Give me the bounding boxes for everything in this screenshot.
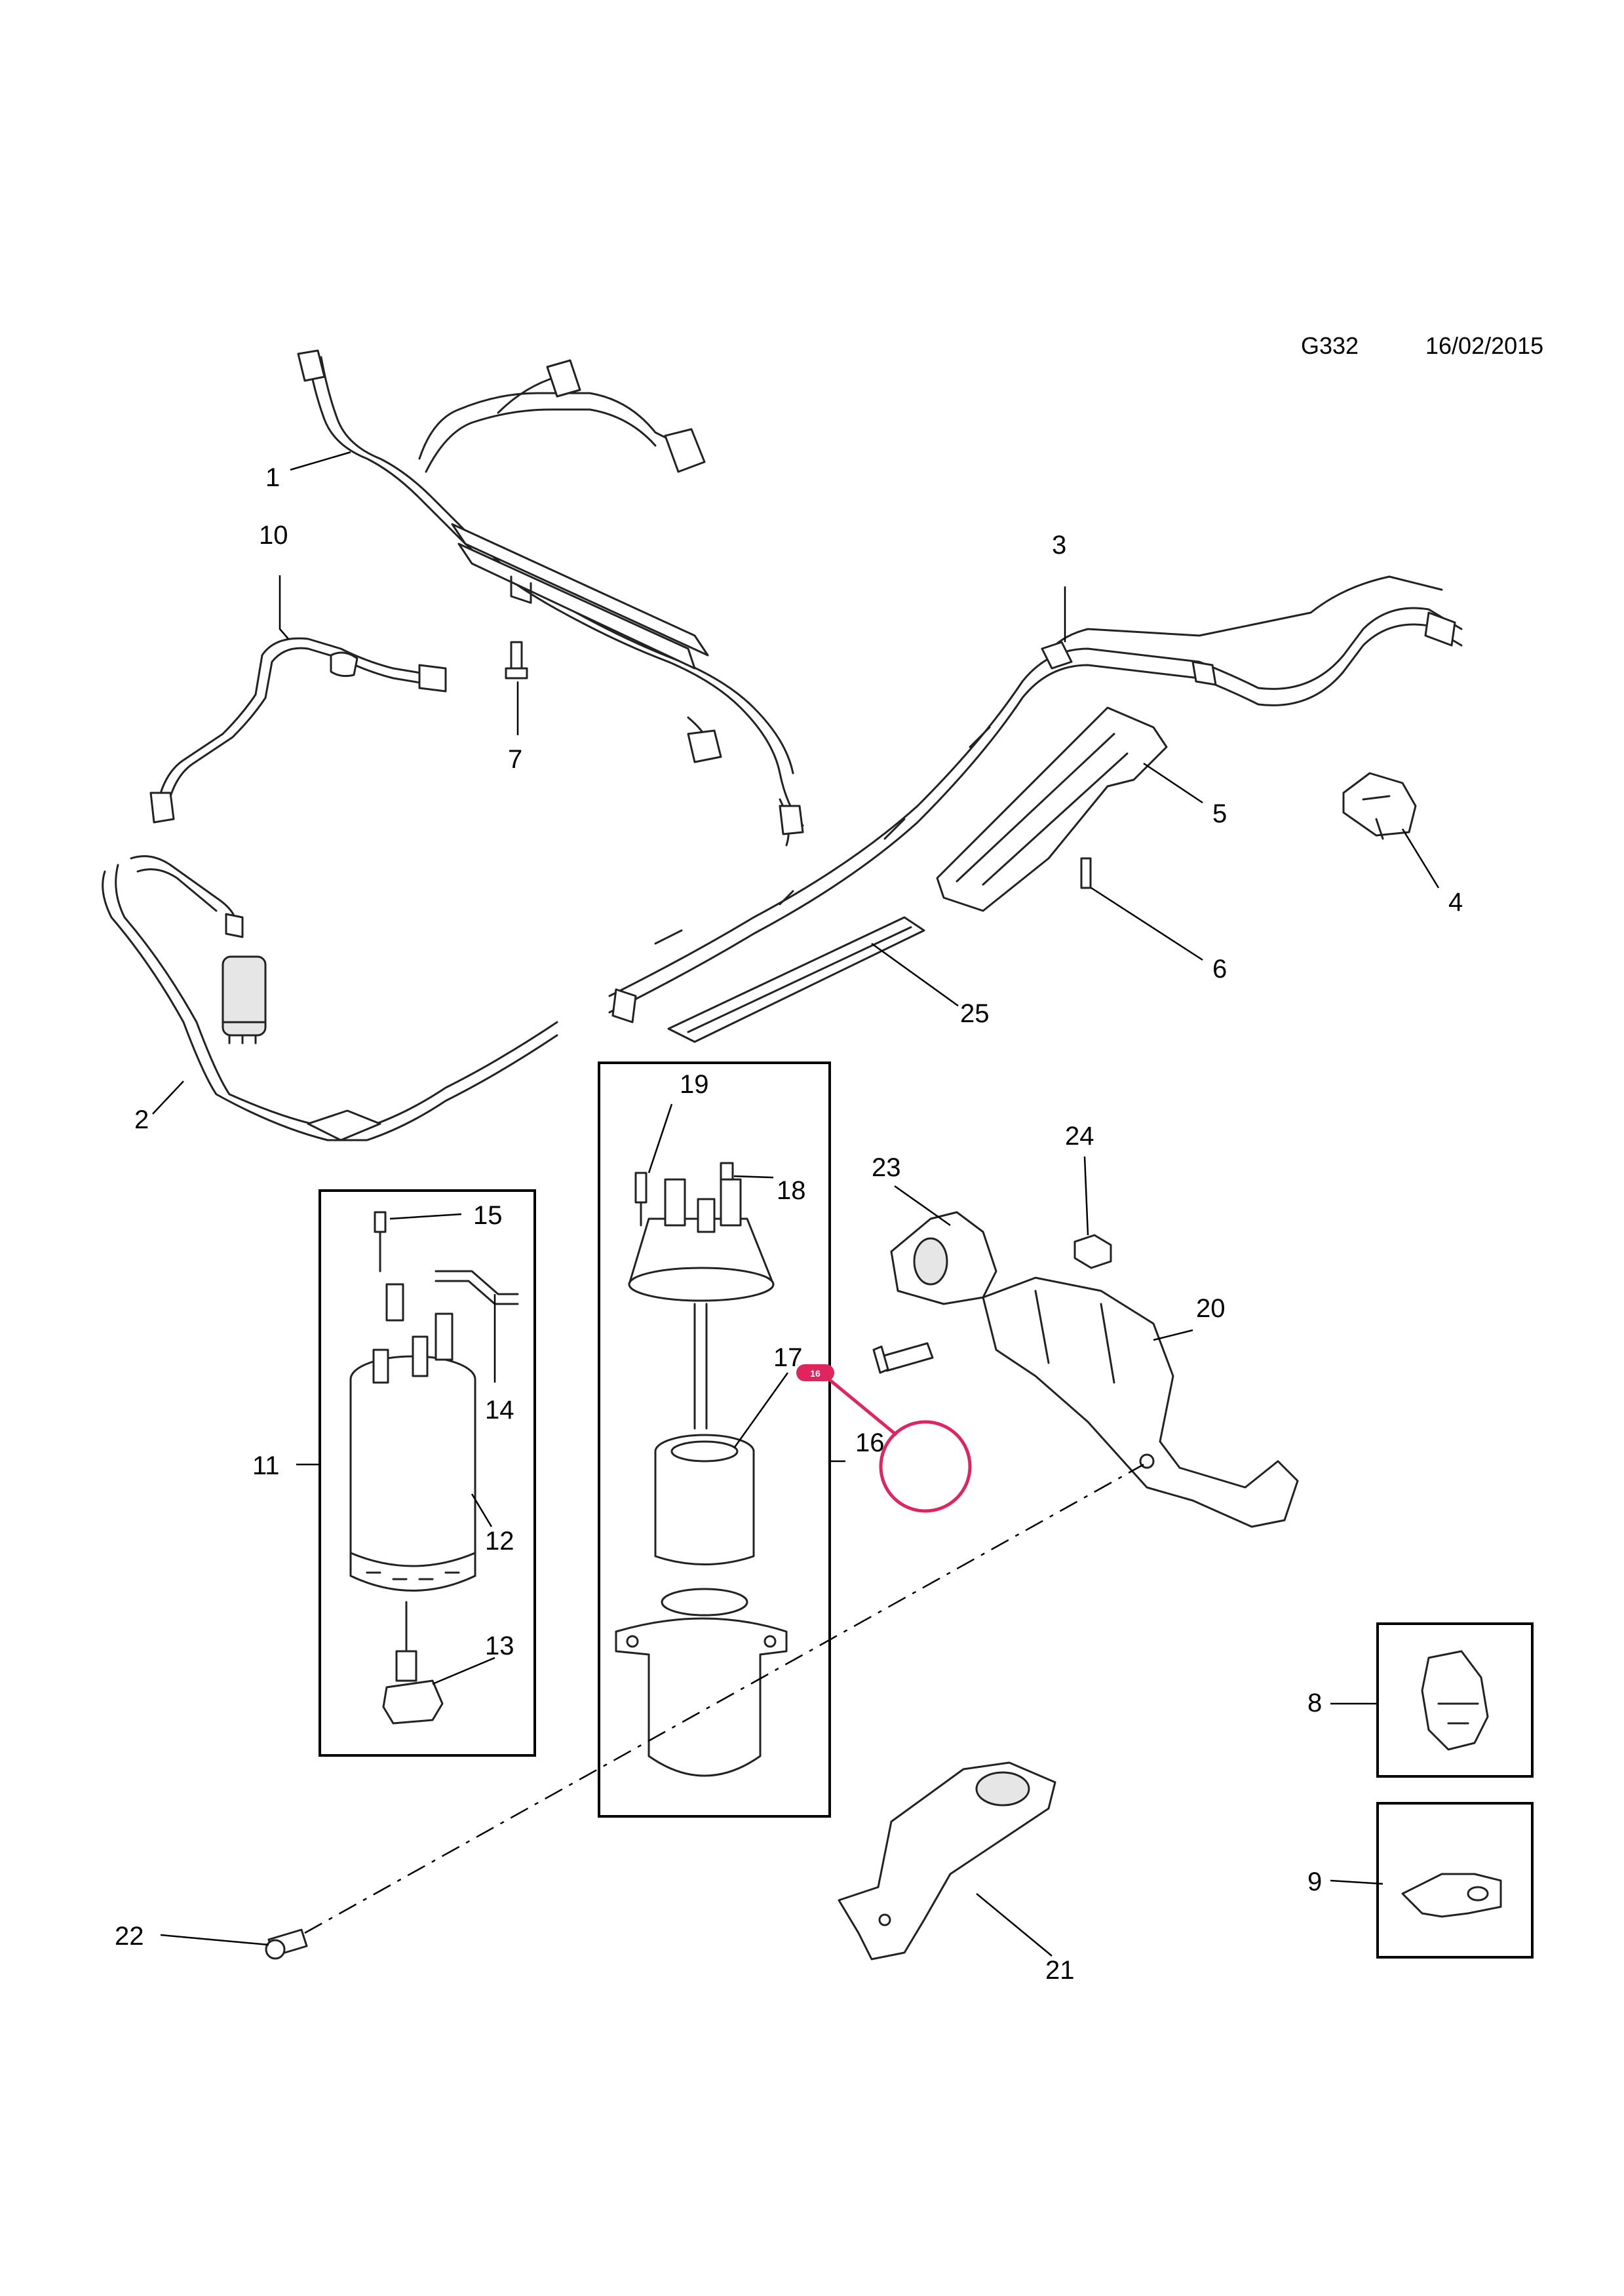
callout-21[interactable]: 21 [1045,1956,1075,1985]
highlight-pointer [828,1378,898,1436]
callout-6[interactable]: 6 [1212,955,1227,984]
callout-19[interactable]: 19 [680,1070,709,1099]
assembly-box-8 [1376,1622,1534,1778]
diagram-date: 16/02/2015 [1425,332,1543,359]
part-23-mount[interactable] [890,1211,997,1305]
part-bracket-bolt[interactable] [872,1342,934,1374]
part-2-fuel-pipe-with-pump[interactable] [102,855,558,1141]
part-19-bolt[interactable] [634,1172,648,1227]
part-filter-head-connectors[interactable] [372,1283,454,1384]
callout-3[interactable]: 3 [1052,531,1066,560]
callout-2[interactable]: 2 [134,1105,149,1134]
callout-25[interactable]: 25 [960,999,990,1028]
part-24-nut[interactable] [1073,1234,1112,1269]
assembly-box-11 [319,1189,536,1757]
callout-10[interactable]: 10 [259,521,288,550]
highlight-badge-label: 16 [810,1368,821,1379]
part-12-fuel-filter[interactable] [349,1355,476,1592]
part-13-water-sensor[interactable] [382,1601,444,1725]
callout-8[interactable]: 8 [1307,1689,1322,1717]
part-22-bolt[interactable] [265,1928,308,1960]
leader-lines [152,451,1440,1957]
callout-23[interactable]: 23 [872,1153,901,1182]
part-14-clip[interactable] [435,1270,519,1305]
part-3-fuel-pipe[interactable] [608,575,1463,1024]
callout-24[interactable]: 24 [1065,1122,1094,1151]
part-7-bolt[interactable] [505,641,528,679]
callout-11[interactable]: 11 [252,1451,280,1480]
part-10-fuel-pipe[interactable] [149,637,447,824]
callout-12[interactable]: 12 [485,1527,514,1556]
assembly-box-16 [598,1062,831,1818]
callout-15[interactable]: 15 [473,1201,503,1230]
part-1-fuel-pipe-harness[interactable] [297,349,804,847]
highlight-overlay[interactable]: 16 [796,1364,972,1513]
callout-9[interactable]: 9 [1307,1867,1322,1896]
part-filter-housing-head[interactable] [628,1178,775,1430]
highlight-badge[interactable] [796,1364,834,1381]
callout-labels: 1 2 3 4 5 6 7 8 9 10 11 12 13 14 15 16 1… [115,463,1463,1985]
assembly-box-9 [1376,1802,1534,1959]
part-9-bracket[interactable] [1401,1873,1502,1918]
callout-18[interactable]: 18 [777,1176,806,1205]
alignment-line [304,1463,1144,1934]
callout-16[interactable]: 16 [855,1428,885,1457]
callout-7[interactable]: 7 [508,745,522,774]
part-8-clip[interactable] [1421,1650,1489,1751]
part-21-bracket[interactable] [838,1761,1056,1961]
part-17-filter-element[interactable] [654,1434,755,1565]
callout-1[interactable]: 1 [265,463,280,492]
part-25-bracket[interactable] [667,916,925,1043]
callout-4[interactable]: 4 [1448,888,1463,917]
part-4-clip[interactable] [1342,772,1417,840]
callout-22[interactable]: 22 [115,1922,144,1951]
diagram-code: G332 [1301,332,1359,359]
part-15-bleed-screw[interactable] [374,1211,387,1272]
callout-13[interactable]: 13 [485,1632,514,1660]
callout-20[interactable]: 20 [1196,1294,1226,1323]
part-filter-bowl[interactable] [615,1588,788,1777]
part-20-bracket[interactable] [982,1276,1299,1528]
callout-17[interactable]: 17 [773,1343,803,1372]
part-6-bolt[interactable] [1080,857,1092,889]
highlight-circle [879,1420,972,1513]
part-5-bracket[interactable] [936,706,1168,912]
callout-5[interactable]: 5 [1212,799,1227,828]
callout-14[interactable]: 14 [485,1396,514,1425]
